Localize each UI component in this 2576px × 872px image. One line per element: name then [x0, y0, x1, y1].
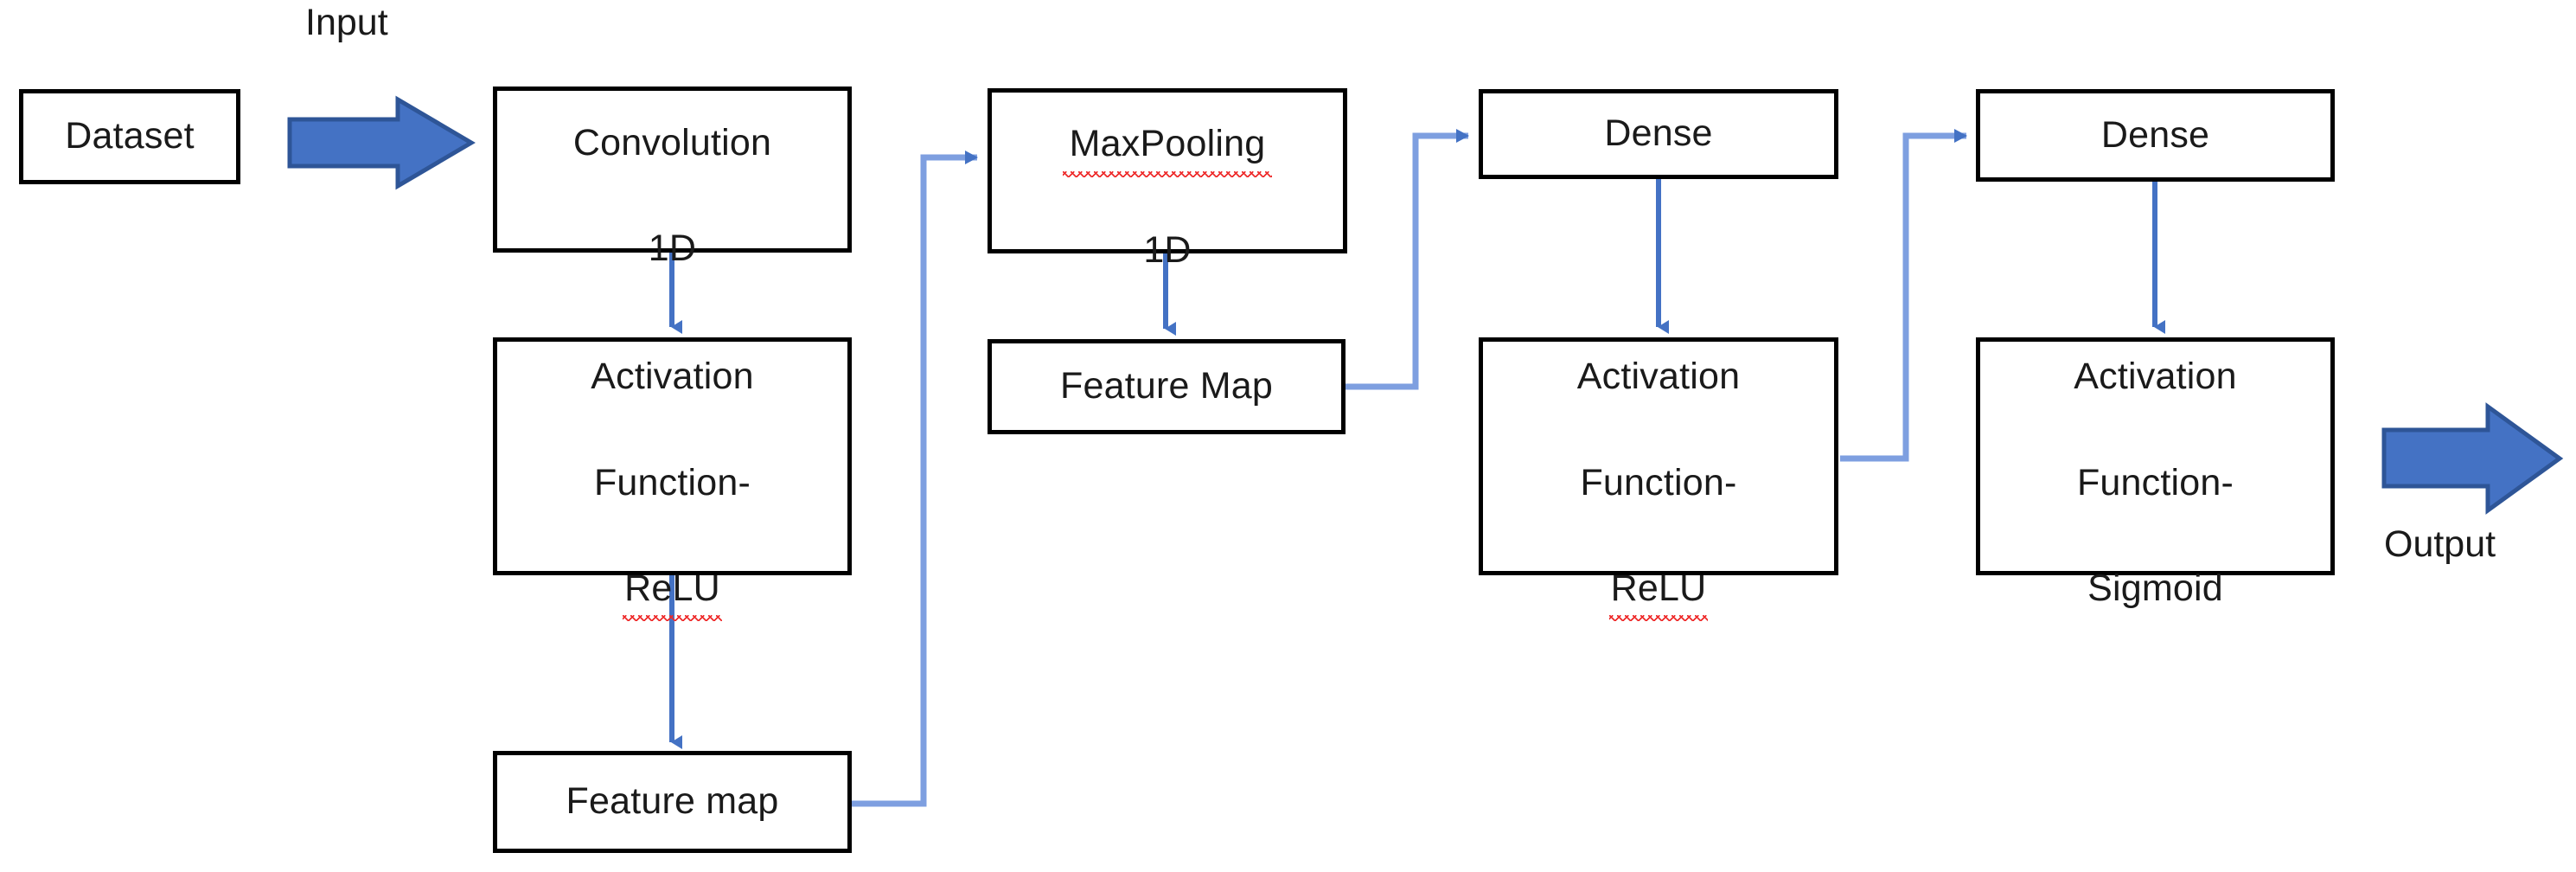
output-label: Output [2384, 523, 2496, 565]
node-convolution-1d[interactable]: Convolution 1D [493, 87, 852, 269]
node-convolution-1d-label: Convolution 1D [572, 121, 772, 270]
input-label: Input [305, 2, 388, 43]
spellcheck-underline-relu-2: ReLU [1608, 562, 1709, 621]
spellcheck-underline-relu-1: ReLU [623, 562, 722, 621]
node-dense-1-label: Dense [1604, 112, 1713, 155]
node-feature-map-1-label: Feature map [566, 780, 779, 823]
output-block-arrow [2381, 402, 2564, 515]
node-feature-map-2-label: Feature Map [1060, 365, 1273, 407]
connector-featuremap1-to-maxpooling [852, 151, 978, 807]
input-block-arrow [287, 95, 476, 190]
node-activation-relu-1[interactable]: Activation Function- ReLU [493, 337, 852, 621]
node-activation-sigmoid[interactable]: Activation Function- Sigmoid [1976, 337, 2335, 609]
connector-featuremap2-to-dense1 [1346, 129, 1469, 390]
node-activation-relu-2[interactable]: Activation Function- ReLU [1479, 337, 1838, 621]
node-feature-map-1[interactable]: Feature map [493, 751, 852, 853]
node-activation-sigmoid-label: Activation Function- Sigmoid [2074, 356, 2237, 609]
node-dense-1[interactable]: Dense [1479, 89, 1838, 179]
node-maxpooling-1d[interactable]: MaxPooling 1D [988, 88, 1347, 271]
node-activation-relu-1-label: Activation Function- ReLU [582, 298, 762, 621]
node-feature-map-2[interactable]: Feature Map [988, 339, 1346, 434]
connector-relu2-to-dense2 [1840, 129, 1967, 462]
node-dense-2[interactable]: Dense [1976, 89, 2335, 182]
node-dense-2-label: Dense [2100, 113, 2210, 156]
node-dataset-label: Dataset [65, 115, 195, 157]
node-maxpooling-1d-label: MaxPooling 1D [1061, 65, 1275, 276]
node-activation-relu-2-label: Activation Function- ReLU [1569, 298, 1748, 621]
spellcheck-underline-maxpooling: MaxPooling [1062, 118, 1273, 177]
node-dataset[interactable]: Dataset [19, 89, 240, 184]
